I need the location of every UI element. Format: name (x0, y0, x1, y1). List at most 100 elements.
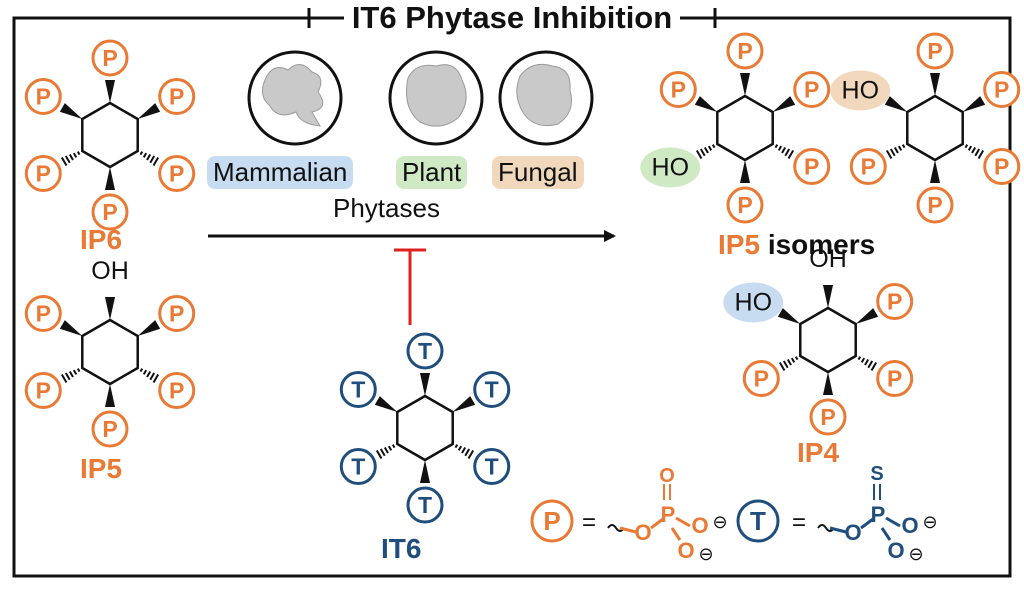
ip5-isomer-2-molecule-phosphate-3-symbol: P (927, 192, 942, 218)
ip5-molecule-phosphate-5-symbol: P (36, 300, 51, 326)
negative-charge-1: ⊖ (712, 512, 727, 533)
ip6-molecule-phosphate-4: P (24, 155, 62, 193)
ip6-molecule-phosphate-5: P (24, 77, 62, 115)
equals-sign-phosphate: = (582, 509, 596, 536)
it6-molecule-thiophosphate-3: T (406, 486, 444, 524)
ip5-molecule-phosphate-4-symbol: P (36, 378, 51, 404)
it6-molecule: T T T T T T (339, 332, 511, 524)
ip5-isomer-2-molecule-phosphate-3: P (916, 186, 954, 224)
thio-sulfur-atom: S (870, 463, 883, 485)
ip4-molecule: OH P P P P HO (723, 245, 914, 436)
ip5-isomer-2-molecule-hydroxyl-5: HO (842, 76, 880, 104)
phosphate-legend-badge: P (530, 499, 574, 543)
ip4-molecule-hydroxyl-0: OH (809, 245, 847, 273)
ip5-isomer-2-molecule-phosphate-1-symbol: P (994, 76, 1009, 102)
ip5-isomer-2-molecule-phosphate-0: P (916, 32, 954, 70)
ip5-isomer-1-molecule-phosphate-5: P (659, 70, 697, 108)
it6-molecule-thiophosphate-2-symbol: T (485, 454, 499, 480)
ip4-molecule-phosphate-3-symbol: P (820, 404, 835, 430)
ip5-molecule-phosphate-1: P (158, 294, 196, 332)
mammalian-phytase-label: Mammalian (207, 156, 354, 190)
ip5-isomer-1-molecule-phosphate-0: P (726, 32, 764, 70)
thiophosphate-legend-symbol: T (750, 506, 766, 536)
it6-molecule-thiophosphate-5: T (339, 370, 377, 408)
ip6-molecule-phosphate-2-symbol: P (169, 161, 184, 187)
ip4-label: IP4 (797, 437, 840, 468)
ip5-isomer-1-molecule-phosphate-5-symbol: P (671, 76, 686, 102)
ip5-isomer-2-molecule-phosphate-1: P (983, 70, 1021, 108)
ip4-molecule-hydroxyl-5: HO (735, 288, 773, 316)
ip4-molecule-phosphate-2: P (876, 360, 914, 398)
ip6-molecule: P P P P P P (24, 39, 196, 231)
ip5-molecule-phosphate-5: P (24, 294, 62, 332)
ip5-isomer-1-molecule-phosphate-0-symbol: P (737, 38, 752, 64)
ip6-label: IP6 (80, 224, 123, 255)
ip5-isomer-1-molecule-phosphate-1: P (793, 70, 831, 108)
thio-negative-charge-2: ⊖ (908, 544, 923, 565)
it6-molecule-thiophosphate-4: T (339, 448, 377, 486)
phosphate-ester-oxygen: O (634, 520, 651, 545)
ip6-molecule-phosphate-1-symbol: P (169, 83, 184, 109)
it6-molecule-thiophosphate-5-symbol: T (351, 376, 365, 402)
thio-ester-oxygen: O (844, 520, 861, 545)
it6-molecule-thiophosphate-1-symbol: T (485, 376, 499, 402)
ip5-molecule-phosphate-2: P (158, 372, 196, 410)
it6-molecule-thiophosphate-3-symbol: T (418, 492, 432, 518)
legend: P = O P O O ⊖ O ⊖ T = O P S O ⊖ O ⊖ (530, 463, 938, 565)
ip5-molecule-phosphate-1-symbol: P (169, 300, 184, 326)
it6-molecule-thiophosphate-0: T (406, 332, 444, 370)
fungal-phytase-structure (498, 50, 594, 146)
ip4-molecule-phosphate-4: P (742, 360, 780, 398)
ip5-molecule-phosphate-3: P (91, 410, 129, 448)
ip6-molecule-phosphate-5-symbol: P (36, 83, 51, 109)
it6-label: IT6 (381, 533, 422, 564)
ip5-isomers-label: IP5 isomers (718, 231, 875, 259)
mammalian-phytase-structure (247, 50, 343, 146)
ip6-molecule-phosphate-2: P (158, 155, 196, 193)
squiggle-bond-icon (607, 524, 625, 532)
phosphate-anion-oxygen-2: O (677, 538, 694, 563)
plant-phytase-label: Plant (396, 156, 468, 190)
ip6-molecule-phosphate-0: P (91, 39, 129, 77)
ip4-molecule-phosphate-2-symbol: P (887, 366, 902, 392)
ip5-isomer-2-molecule-phosphate-2-symbol: P (994, 154, 1009, 180)
ip6-molecule-phosphate-4-symbol: P (36, 161, 51, 187)
ip6-molecule-phosphate-1: P (158, 77, 196, 115)
ip5-isomer-2-molecule-phosphate-0-symbol: P (927, 38, 942, 64)
ip5-isomer-2-molecule-phosphate-2: P (983, 148, 1021, 186)
ip6-molecule-phosphate-3-symbol: P (102, 199, 117, 225)
ip5-isomer-2-molecule-phosphate-4-symbol: P (861, 154, 876, 180)
ip5-molecule-phosphate-3-symbol: P (102, 416, 117, 442)
page-title: IT6 Phytase Inhibition (0, 0, 1024, 35)
fungal-phytase-label: Fungal (492, 156, 584, 190)
ip4-molecule-phosphate-1: P (876, 282, 914, 320)
ip5-isomer-1-molecule-phosphate-3-symbol: P (737, 192, 752, 218)
ip5-isomer-1-molecule-phosphate-2-symbol: P (804, 154, 819, 180)
inhibition-symbol (394, 248, 426, 325)
ip5-isomer-2-molecule: P P P P P HO (830, 32, 1021, 224)
phosphate-anion-oxygen-1: O (691, 513, 708, 538)
ip5-molecule-phosphate-4: P (24, 372, 62, 410)
thio-phosphorus-atom: P (871, 502, 886, 527)
equals-sign-thiophosphate: = (792, 509, 806, 536)
ip4-molecule-phosphate-1-symbol: P (887, 288, 902, 314)
it6-molecule-thiophosphate-1: T (473, 370, 511, 408)
ip4-molecule-phosphate-3: P (809, 398, 847, 436)
ip5-isomers-suffix: isomers (767, 229, 876, 260)
ip5-isomer-1-molecule-phosphate-3: P (726, 186, 764, 224)
ip5-label: IP5 (80, 453, 123, 484)
it6-molecule-thiophosphate-2: T (473, 448, 511, 486)
ip6-molecule-phosphate-0-symbol: P (102, 45, 117, 71)
negative-charge-2: ⊖ (698, 544, 713, 565)
thio-anion-oxygen-1: O (901, 513, 918, 538)
thio-anion-oxygen-2: O (887, 538, 904, 563)
plant-phytase-structure (388, 50, 484, 146)
ip5-isomer-2-molecule-phosphate-4: P (849, 148, 887, 186)
phosphate-double-oxygen: O (659, 465, 675, 487)
squiggle-bond-icon-2 (817, 524, 835, 532)
ip5-isomer-1-molecule-phosphate-2: P (793, 148, 831, 186)
it6-molecule-thiophosphate-0-symbol: T (418, 338, 432, 364)
